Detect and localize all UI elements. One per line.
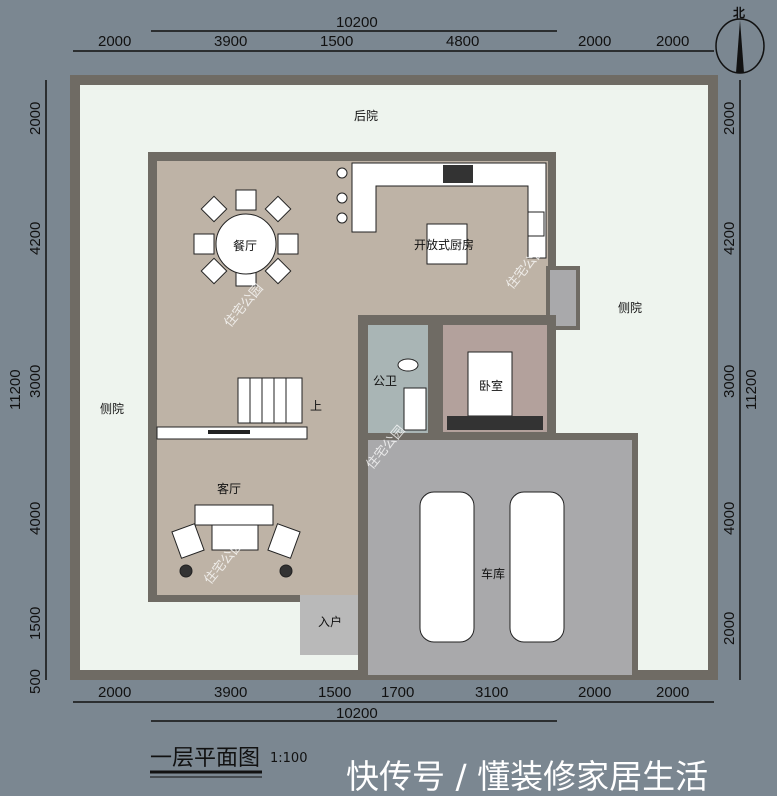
sink-icon (527, 211, 545, 237)
dining-table-icon (193, 189, 299, 287)
entry-area (300, 595, 360, 655)
dim-top: 2000 (656, 33, 689, 50)
dim-top: 1500 (320, 33, 353, 50)
label-side-yard-right: 侧院 (618, 301, 642, 315)
dim-left-group: 2000 4200 3000 4000 1500 500 11200 2000 … (7, 102, 760, 694)
dim-right-total: 11200 (743, 369, 760, 410)
label-side-yard-left: 侧院 (100, 402, 124, 416)
dim-left: 3000 (27, 365, 44, 398)
shower-icon (403, 387, 427, 431)
label-stairs-up: 上 (310, 399, 322, 413)
label-bedroom: 卧室 (479, 378, 503, 393)
wardrobe-icon (447, 416, 543, 430)
dim-bottom: 1500 (318, 684, 351, 701)
staircase-icon (237, 377, 303, 424)
dim-bottom: 1700 (381, 684, 414, 701)
dim-right: 2000 (721, 612, 738, 645)
car-icon (419, 491, 565, 643)
dimension-lines (45, 30, 741, 722)
dim-bottom-total: 10200 (336, 705, 378, 722)
dim-right: 4200 (721, 222, 738, 255)
dim-top-total: 10200 (336, 14, 378, 31)
dim-bottom: 3100 (475, 684, 508, 701)
dim-right: 2000 (721, 102, 738, 135)
bar-stool-icon (336, 192, 348, 204)
plan-title: 一层平面图 (150, 746, 260, 771)
dim-left: 4200 (27, 222, 44, 255)
north-arrow-icon (715, 18, 765, 74)
label-toilet: 公卫 (373, 374, 397, 388)
tv-icon (208, 430, 250, 434)
dim-top: 3900 (214, 33, 247, 50)
dim-left-total: 11200 (7, 369, 24, 410)
dim-left: 500 (27, 669, 44, 694)
sofa-icon (171, 504, 301, 578)
dim-top: 4800 (446, 33, 479, 50)
dim-bottom: 3900 (214, 684, 247, 701)
bed-icon (467, 351, 513, 417)
dim-top: 2000 (98, 33, 131, 50)
dim-bottom: 2000 (656, 684, 689, 701)
stove-icon (443, 165, 473, 183)
dim-right: 4000 (721, 502, 738, 535)
label-dining: 餐厅 (233, 238, 257, 253)
label-entry: 入户 (318, 614, 342, 629)
dim-left: 4000 (27, 502, 44, 535)
plan-scale: 1:100 (270, 751, 307, 766)
label-backyard: 后院 (354, 109, 378, 123)
dim-top: 2000 (578, 33, 611, 50)
kitchen-island (426, 223, 468, 265)
dim-bottom: 2000 (578, 684, 611, 701)
label-living: 客厅 (217, 481, 241, 496)
dim-bottom: 2000 (98, 684, 131, 701)
north-label: 北 (733, 5, 745, 20)
label-garage: 车库 (481, 566, 505, 581)
bar-stool-icon (336, 212, 348, 224)
dim-left: 1500 (27, 607, 44, 640)
toilet-icon (397, 358, 419, 372)
garage-floor (368, 440, 632, 675)
bar-stool-icon (336, 167, 348, 179)
dim-right: 3000 (721, 365, 738, 398)
footer-watermark: 快传号 / 懂装修家居生活 (346, 757, 708, 796)
dim-left: 2000 (27, 102, 44, 135)
label-kitchen: 开放式厨房 (414, 237, 474, 252)
